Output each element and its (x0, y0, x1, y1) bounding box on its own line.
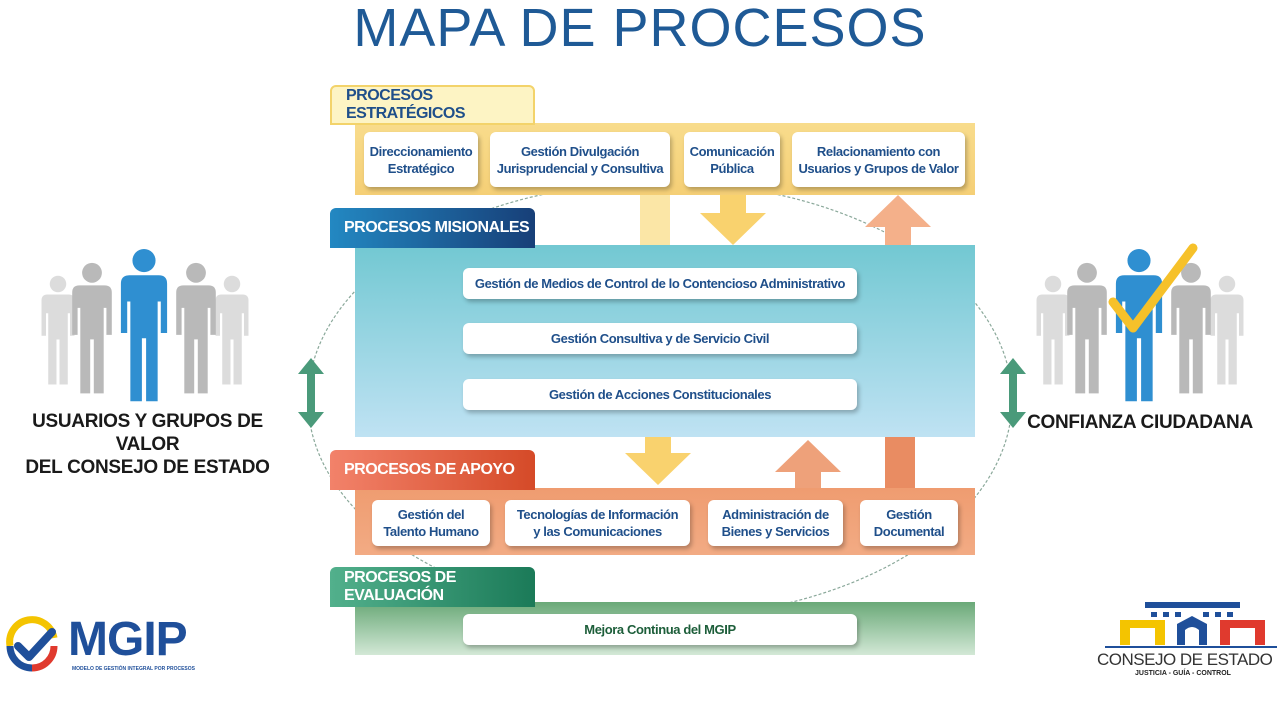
person-icon (120, 249, 168, 402)
person-icon (176, 262, 216, 394)
evaluacion-tab: PROCESOS DE EVALUACIÓN (330, 567, 535, 607)
process-label-line: Usuarios y Grupos de Valor (798, 160, 959, 176)
process-label-line: y las Comunicaciones (533, 524, 662, 539)
process-label-line: Talento Humano (383, 524, 479, 539)
process-label: Tecnologías de Información y las Comunica… (516, 506, 679, 540)
process-label-line: Bienes y Servicios (721, 524, 830, 539)
process-box[interactable]: Gestión de Acciones Constitucionales (463, 379, 857, 410)
connector-bar (885, 437, 915, 490)
label-line: DEL CONSEJO DE ESTADO (25, 457, 270, 478)
process-box[interactable]: Gestión Consultiva y de Servicio Civil (463, 323, 857, 354)
arrow-down-icon (625, 437, 691, 485)
double-arrow-icon (298, 358, 324, 428)
people-group-checkmark-icon (1036, 243, 1244, 402)
consejo-building-icon (1105, 602, 1277, 648)
mgip-check-icon (6, 616, 58, 672)
process-label-line: Documental (873, 524, 945, 539)
person-icon (1036, 275, 1070, 385)
page-title: MAPA DE PROCESOS (353, 0, 927, 58)
consejo-tagline: JUSTICIA - GUÍA - CONTROL (1135, 670, 1231, 677)
mgip-tagline: MODELO DE GESTIÓN INTEGRAL POR PROCESOS (72, 666, 195, 672)
people-group-icon (41, 249, 249, 402)
process-label-line: Gestión del (397, 507, 465, 522)
process-label-line: Tecnologías de Información (516, 507, 679, 522)
process-box[interactable]: Administración de Bienes y Servicios (708, 500, 843, 546)
person-icon (41, 275, 75, 385)
misional-tab: PROCESOS MISIONALES (330, 208, 535, 248)
process-label: Mejora Continua del MGIP (584, 622, 736, 637)
process-label-line: Direccionamiento (369, 143, 473, 159)
process-label-line: Administración de (722, 507, 829, 522)
apoyo-tab: PROCESOS DE APOYO (330, 450, 535, 490)
process-label: Gestión de Medios de Control de lo Conte… (474, 276, 846, 291)
strategic-tab: PROCESOS ESTRATÉGICOS (330, 85, 535, 125)
left-stakeholder-label: USUARIOS Y GRUPOS DE VALOR DEL CONSEJO D… (0, 410, 295, 479)
apoyo-label: PROCESOS DE APOYO (344, 461, 515, 478)
process-label-line: Gestión Divulgación (520, 143, 640, 159)
evaluacion-label: PROCESOS DE EVALUACIÓN (344, 569, 456, 604)
process-box[interactable]: Gestión de Medios de Control de lo Conte… (463, 268, 857, 299)
checkmark-icon (1108, 243, 1198, 333)
person-icon (1171, 262, 1211, 394)
consejo-logo: CONSEJO DE ESTADO JUSTICIA - GUÍA - CONT… (1095, 598, 1280, 688)
arrow-up-icon (865, 195, 931, 247)
label-line: USUARIOS Y GRUPOS DE VALOR (32, 411, 263, 455)
process-label-line: Pública (710, 160, 754, 176)
mgip-name: MGIP (68, 613, 188, 666)
person-icon (72, 262, 112, 394)
person-icon (1067, 262, 1107, 394)
process-box[interactable]: Tecnologías de Información y las Comunica… (505, 500, 690, 546)
person-icon (215, 275, 249, 385)
consejo-name: CONSEJO DE ESTADO (1097, 650, 1273, 669)
process-label-line: Comunicación (689, 143, 775, 159)
arrow-up-icon (775, 440, 841, 490)
process-box[interactable]: Mejora Continua del MGIP (463, 614, 857, 645)
person-icon (1210, 275, 1244, 385)
process-label-line: Gestión (886, 507, 932, 522)
process-label-line: Jurisprudencial y Consultiva (496, 160, 664, 176)
connector-bar (640, 195, 670, 247)
misional-label: PROCESOS MISIONALES (344, 219, 530, 236)
strategic-label: PROCESOS ESTRATÉGICOS (346, 87, 466, 122)
process-label: Administración de Bienes y Servicios (722, 506, 830, 540)
mgip-logo: MGIP MODELO DE GESTIÓN INTEGRAL POR PROC… (2, 612, 232, 682)
double-arrow-icon (1000, 358, 1026, 428)
right-stakeholder-label: CONFIANZA CIUDADANA (1027, 412, 1253, 433)
process-label-line: Relacionamiento con (816, 143, 941, 159)
process-label-line: Estratégico (387, 160, 455, 176)
process-label: Gestión Consultiva y de Servicio Civil (550, 331, 770, 346)
arrow-down-icon (700, 195, 766, 245)
process-label: Gestión de Acciones Constitucionales (548, 387, 772, 402)
